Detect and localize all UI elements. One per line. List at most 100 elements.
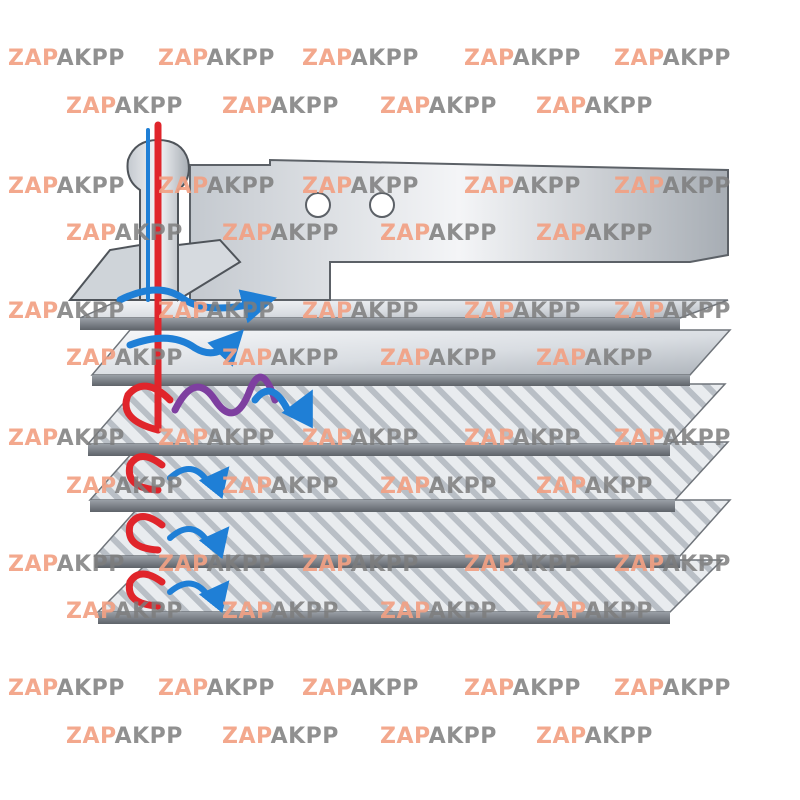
watermark-logo: ZAPAKPP [158,426,275,451]
watermark-part2: AKPP [114,346,183,371]
flow-arrows [116,121,313,614]
watermark-logo: ZAPAKPP [536,599,653,624]
watermark-part2: AKPP [56,174,125,199]
watermark-logo: ZAPAKPP [380,221,497,246]
watermark-part1: ZAP [536,346,585,371]
watermark-part1: ZAP [302,174,351,199]
watermark-part2: AKPP [270,346,339,371]
watermark-logo: ZAPAKPP [614,299,731,324]
watermark-part1: ZAP [536,724,585,749]
watermark-part2: AKPP [584,474,653,499]
watermark-logo: ZAPAKPP [464,426,581,451]
watermark-part1: ZAP [464,299,513,324]
watermark-part1: ZAP [8,46,57,71]
watermark-logo: ZAPAKPP [8,552,125,577]
watermark-part2: AKPP [512,46,581,71]
watermark-part1: ZAP [158,174,207,199]
mounting-flange [189,158,729,301]
watermark-part2: AKPP [270,474,339,499]
watermark-part2: AKPP [206,299,275,324]
watermark-part1: ZAP [614,426,663,451]
watermark-logo: ZAPAKPP [222,346,339,371]
watermark-logo: ZAPAKPP [8,174,125,199]
watermark-part1: ZAP [222,474,271,499]
watermark-part2: AKPP [584,221,653,246]
watermark-logo: ZAPAKPP [222,724,339,749]
watermark-part1: ZAP [158,552,207,577]
watermark-part1: ZAP [158,426,207,451]
watermark-part1: ZAP [302,426,351,451]
watermark-part2: AKPP [56,552,125,577]
watermark-part2: AKPP [206,676,275,701]
watermark-part2: AKPP [350,46,419,71]
watermark-part1: ZAP [614,676,663,701]
watermark-part2: AKPP [512,299,581,324]
watermark-part1: ZAP [222,346,271,371]
blue-swirl-4 [167,466,230,500]
watermark-logo: ZAPAKPP [158,552,275,577]
watermark-part2: AKPP [428,346,497,371]
watermark-part1: ZAP [158,46,207,71]
watermark-part1: ZAP [302,552,351,577]
watermark-part2: AKPP [584,94,653,119]
watermark-part1: ZAP [302,676,351,701]
watermark-logo: ZAPAKPP [302,174,419,199]
blue-swirl-1 [116,286,277,324]
watermark-logo: ZAPAKPP [302,552,419,577]
watermark-part1: ZAP [66,599,115,624]
watermark-logo: ZAPAKPP [66,346,183,371]
watermark-part2: AKPP [270,724,339,749]
flange-hole-2 [369,192,395,218]
watermark-part1: ZAP [464,426,513,451]
watermark-part2: AKPP [350,676,419,701]
watermark-part1: ZAP [464,552,513,577]
watermark-part2: AKPP [206,552,275,577]
watermark-part2: AKPP [512,174,581,199]
watermark-part1: ZAP [614,174,663,199]
watermark-logo: ZAPAKPP [222,221,339,246]
watermark-logo: ZAPAKPP [158,299,275,324]
watermark-part2: AKPP [206,46,275,71]
watermark-part1: ZAP [8,426,57,451]
watermark-logo: ZAPAKPP [158,46,275,71]
watermark-logo: ZAPAKPP [380,94,497,119]
watermark-logo: ZAPAKPP [614,174,731,199]
watermark-logo: ZAPAKPP [66,474,183,499]
watermark-part1: ZAP [464,676,513,701]
blue-swirl-5 [167,526,230,560]
watermark-part1: ZAP [8,174,57,199]
watermark-logo: ZAPAKPP [222,474,339,499]
watermark-logo: ZAPAKPP [614,552,731,577]
watermark-part2: AKPP [662,426,731,451]
watermark-part1: ZAP [222,724,271,749]
watermark-part1: ZAP [464,174,513,199]
watermark-part1: ZAP [158,299,207,324]
watermark-part1: ZAP [302,299,351,324]
watermark-logo: ZAPAKPP [464,552,581,577]
blue-swirl-3 [251,387,313,429]
watermark-logo: ZAPAKPP [614,676,731,701]
watermark-part2: AKPP [270,599,339,624]
plate-4 [88,441,730,512]
watermark-part1: ZAP [8,552,57,577]
red-loop-6 [125,570,166,610]
watermark-logo: ZAPAKPP [302,299,419,324]
watermark-part1: ZAP [536,599,585,624]
watermark-part2: AKPP [114,94,183,119]
watermark-part2: AKPP [56,46,125,71]
watermark-part1: ZAP [380,346,429,371]
watermark-part1: ZAP [380,599,429,624]
mixed-swirl-3 [171,373,279,417]
watermark-part2: AKPP [56,676,125,701]
watermark-part1: ZAP [66,474,115,499]
watermark-logo: ZAPAKPP [302,676,419,701]
watermark-part1: ZAP [536,221,585,246]
watermark-logo: ZAPAKPP [158,174,275,199]
watermark-logo: ZAPAKPP [536,94,653,119]
watermark-part1: ZAP [536,474,585,499]
watermark-part2: AKPP [206,174,275,199]
watermark-part2: AKPP [584,724,653,749]
watermark-part1: ZAP [222,221,271,246]
watermark-part1: ZAP [614,299,663,324]
watermark-part2: AKPP [662,299,731,324]
